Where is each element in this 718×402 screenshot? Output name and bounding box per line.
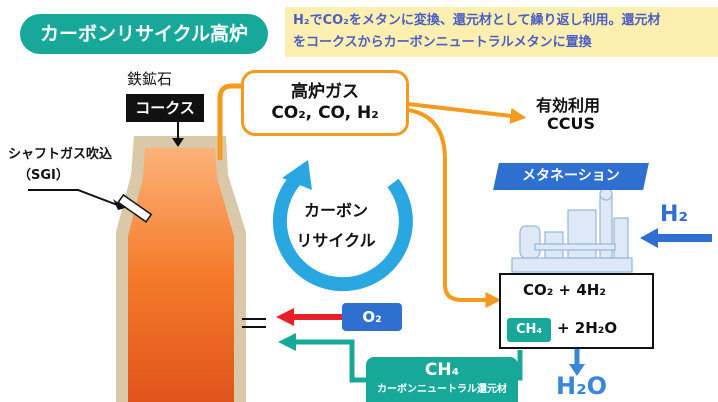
ch4-from-reactor: [517, 350, 523, 381]
description-note: H₂でCO₂をメタンに変換、還元材として繰り返し利用。還元材 をコークスからカー…: [285, 7, 718, 57]
coke-label: コークス: [126, 94, 204, 122]
carbon-recycle-text: カーボン リサイクル: [288, 196, 384, 256]
cycle-line-1: カーボン: [303, 201, 368, 220]
sgi-label: （SGI）: [18, 168, 69, 183]
gas-title: 高炉ガス: [291, 82, 359, 102]
ch4-reductant-box: CH₄ カーボンニュートラル還元材: [366, 357, 518, 402]
note-line-1: H₂でCO₂をメタンに変換、還元材として繰り返し利用。還元材: [293, 13, 661, 28]
reactor-feed-arrow: [407, 108, 502, 308]
shaft-gas-label: シャフトガス吹込: [8, 147, 113, 162]
blast-furnace-gas-box: 高炉ガス CO₂, CO, H₂: [241, 70, 409, 136]
gas-outflow-line: [217, 83, 242, 160]
tuyere-lines: [242, 318, 266, 328]
note-line-2: をコークスからカーボンニュートラルメタンに置換: [293, 35, 592, 50]
methanation-plant-icon: [511, 187, 633, 273]
ch4-return-line: [292, 339, 366, 383]
methanation-label: メタネーション: [493, 163, 649, 190]
reaction-byproduct: + 2H₂O: [557, 319, 618, 337]
carbon-recycle-cycle: [272, 160, 413, 292]
page-title: カーボンリサイクル高炉: [20, 14, 268, 54]
h2o-label: H₂O: [556, 372, 607, 400]
sgi-nozzle: [117, 193, 153, 223]
gas-formula: CO₂, CO, H₂: [271, 103, 379, 123]
iron-ore-label: 鉄鉱石: [127, 70, 173, 88]
sgi-line: [28, 189, 121, 207]
effective-use-label: 有効利用: [536, 96, 601, 115]
reaction-product-ch4: CH₄: [507, 318, 551, 342]
methanation-text: メタネーション: [522, 168, 620, 184]
blast-furnace: [116, 136, 246, 402]
o2-label: O₂: [342, 303, 402, 331]
reaction-reactants: CO₂ + 4H₂: [523, 281, 606, 299]
ccus-label: CCUS: [547, 114, 595, 133]
cycle-line-2: リサイクル: [296, 231, 376, 250]
ch4-sub-label: カーボンニュートラル還元材: [377, 384, 507, 395]
ccus-arrow: [407, 102, 527, 124]
h2-label: H₂: [660, 202, 689, 227]
ch4-label: CH₄: [424, 360, 460, 380]
